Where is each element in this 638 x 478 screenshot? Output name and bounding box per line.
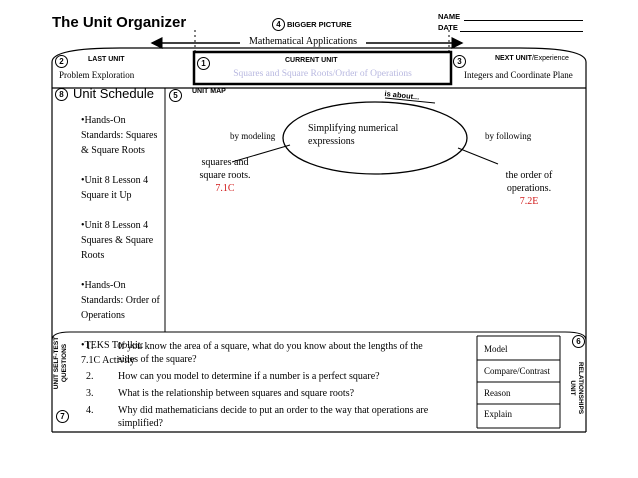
relationship-model: Model	[484, 344, 508, 354]
unit-map-number: 5	[169, 89, 182, 102]
schedule-item: •TEKS Toolkit: 7.1C Activity	[81, 340, 144, 366]
current-unit-value: Squares and Square Roots/Order of Operat…	[233, 69, 412, 79]
question-text: What is the relationship between squares…	[118, 388, 355, 399]
right-node-text: the order of operations.	[505, 170, 553, 194]
relationships-side-label-1: UNIT	[569, 380, 577, 396]
next-unit-label-suffix: /Experience	[531, 55, 569, 62]
schedule-item: •Unit 8 Lesson 4 Squares & Square Roots	[81, 220, 154, 261]
name-label: NAME	[438, 12, 461, 21]
unit-map-label: UNIT MAP	[192, 88, 226, 95]
question-item: 1. If you know the area of a square, wha…	[86, 340, 466, 366]
self-test-side-label: UNIT SELF-TEST QUESTIONS	[53, 328, 68, 398]
name-line[interactable]	[464, 20, 583, 21]
relationships-side-label-2: RELATIONSHIPS	[577, 361, 584, 415]
relationship-reason: Reason	[484, 388, 511, 398]
question-number: 3.	[86, 388, 94, 399]
relationship-explain: Explain	[484, 409, 512, 419]
question-number: 1.	[86, 341, 94, 352]
question-item: 4. Why did mathematicians decide to put …	[86, 404, 466, 430]
schedule-title: Unit Schedule	[73, 86, 154, 101]
current-unit-box	[192, 50, 453, 86]
schedule-number: 8	[55, 88, 68, 101]
question-number: 2.	[86, 371, 94, 382]
right-node-code: 7.2E	[519, 196, 539, 207]
relationships-side-label: RELATIONSHIPS UNIT	[569, 355, 585, 421]
question-number: 4.	[86, 405, 94, 416]
left-node-code: 7.1C	[215, 183, 235, 194]
relationship-compare-contrast: Compare/Contrast	[484, 366, 550, 376]
question-text: How can you model to determine if a numb…	[118, 371, 380, 382]
schedule-item: •Hands-On Standards: Squares & Square Ro…	[81, 115, 158, 156]
next-unit-number: 3	[453, 55, 466, 68]
current-unit-label: CURRENT UNIT	[285, 57, 338, 64]
last-unit-label: LAST UNIT	[88, 56, 125, 63]
question-text: If you know the area of a square, what d…	[118, 341, 423, 365]
schedule-item: •Unit 8 Lesson 4 Square it Up	[81, 175, 149, 201]
left-node-text: squares and square roots.	[199, 157, 251, 181]
unit-row-frame	[51, 47, 587, 88]
left-connector-label: by modeling	[230, 131, 276, 141]
relationships-number: 6	[572, 335, 585, 348]
next-unit-label-main: NEXT UNIT	[495, 55, 532, 62]
question-item: 3. What is the relationship between squa…	[86, 387, 466, 400]
last-unit-number: 2	[55, 55, 68, 68]
bigger-picture-number: 4	[272, 18, 285, 31]
last-unit-value: Problem Exploration	[59, 70, 135, 80]
self-test-side-label-2: QUESTIONS	[60, 343, 68, 383]
next-unit-label: NEXT UNIT/Experience	[495, 55, 569, 62]
question-text: Why did mathematicians decide to put an …	[118, 405, 429, 429]
left-node: squares and square roots. 7.1C	[178, 156, 272, 195]
unit-map-center-ellipse	[282, 101, 468, 175]
right-connector-label: by following	[485, 131, 532, 141]
date-line[interactable]	[460, 31, 583, 32]
question-list: 1. If you know the area of a square, wha…	[86, 340, 466, 430]
next-unit-value: Integers and Coordinate Plane	[464, 70, 573, 80]
bigger-picture-value: Mathematical Applications	[248, 36, 358, 47]
self-test-side-label-1: UNIT SELF-TEST	[53, 336, 60, 390]
schedule-list: •Hands-On Standards: Squares & Square Ro…	[81, 113, 165, 368]
bigger-picture-label: BIGGER PICTURE	[287, 20, 352, 29]
questions-number: 7	[56, 410, 69, 423]
schedule-item: •Hands-On Standards: Order of Operations	[81, 280, 160, 321]
page-title: The Unit Organizer	[52, 14, 187, 31]
date-label: DATE	[438, 23, 458, 32]
unit-map-center-text: Simplifying numerical expressions	[308, 123, 399, 147]
question-item: 2. How can you model to determine if a n…	[86, 370, 466, 383]
right-node: the order of operations. 7.2E	[482, 169, 576, 208]
current-unit-number: 1	[197, 57, 210, 70]
